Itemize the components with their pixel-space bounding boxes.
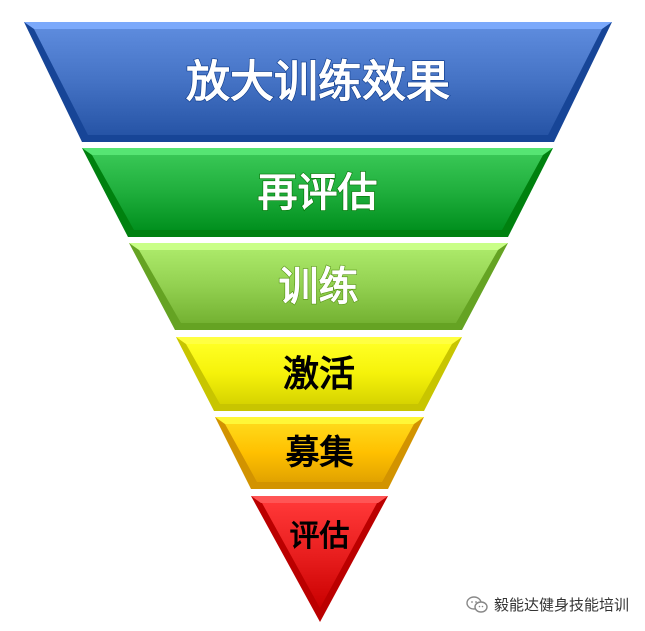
watermark: 毅能达健身技能培训	[466, 594, 629, 615]
pyramid-layer-3: 训练	[129, 243, 508, 330]
pyramid-layer-4: 激活	[176, 337, 462, 411]
pyramid-layer-highlight	[176, 337, 462, 344]
pyramid-layer-highlight	[24, 22, 612, 29]
pyramid-layer-label: 评估	[290, 519, 350, 554]
pyramid-layer-6: 评估	[251, 496, 388, 622]
pyramid-layer-highlight	[251, 496, 388, 503]
pyramid-layer-5: 募集	[215, 417, 424, 489]
pyramid-layer-2: 再评估	[82, 148, 553, 237]
pyramid-layer-face	[139, 250, 498, 323]
pyramid-layer-label: 放大训练效果	[186, 57, 450, 108]
pyramid-layer-face	[186, 344, 452, 404]
pyramid-layer-face	[92, 155, 543, 230]
pyramid-layer-face	[262, 503, 377, 608]
pyramid-layer-label: 募集	[285, 433, 354, 473]
pyramid-layer-highlight	[215, 417, 424, 424]
pyramid-layer-label: 训练	[279, 263, 359, 310]
pyramid-layer-face	[225, 424, 414, 482]
pyramid-layer-highlight	[82, 148, 553, 155]
wechat-icon	[466, 595, 488, 613]
pyramid-layer-highlight	[129, 243, 508, 250]
pyramid-layer-label: 再评估	[258, 169, 378, 216]
pyramid-layer-face	[34, 29, 602, 135]
pyramid-layer-label: 激活	[283, 353, 355, 395]
watermark-text: 毅能达健身技能培训	[493, 596, 629, 614]
pyramid-layer-1: 放大训练效果	[24, 22, 612, 142]
